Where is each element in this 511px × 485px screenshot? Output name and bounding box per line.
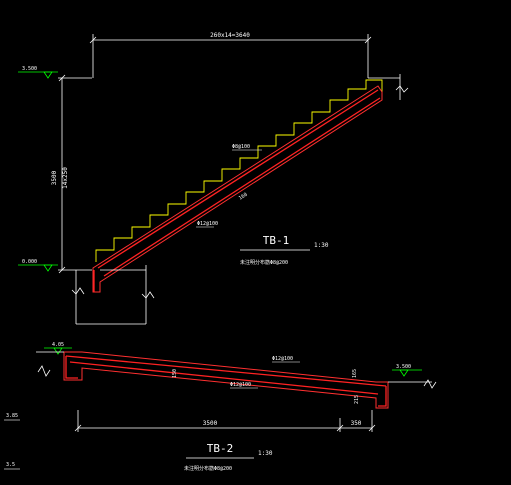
tb2-thickness-right-text: 165 (352, 369, 358, 378)
margin-mark-2: 3.5 (6, 462, 15, 468)
tb2-title: TB-2 (207, 442, 234, 455)
tb1-level-top-text: 3.500 (22, 66, 37, 72)
tb1-section: 260x14=3640 3500 14x250 3.500 0.000 (18, 32, 409, 325)
tb1-step-profile (95, 79, 383, 262)
tb2-level-right-text: 3.500 (396, 364, 411, 370)
tb1-bottom-support (71, 265, 155, 325)
tb2-thickness-left-text: 150 (172, 369, 178, 378)
tb1-level-bottom-symbol (18, 264, 58, 272)
tb1-rebar-upper-label: Φ8@100 (232, 144, 250, 150)
tb2-level-left-text: 4.05 (52, 342, 64, 348)
tb1-rebar-lower-label: Φ12@100 (197, 221, 218, 227)
tb1-slab-thickness-text: 160 (238, 192, 249, 202)
tb1-scale: 1:30 (314, 242, 329, 249)
tb1-top-dimension-text: 260x14=3640 (210, 32, 250, 39)
tb2-level-right-symbol (392, 369, 422, 377)
margin-mark-1: 3.85 (6, 413, 18, 419)
tb2-slab-outline (63, 351, 389, 409)
tb1-height-dimension-text: 3500 (51, 170, 58, 185)
tb1-level-top-symbol (18, 71, 58, 79)
tb1-top-dimension (89, 34, 372, 78)
tb1-height-dimension (58, 74, 92, 274)
tb2-span-text: 3500 (203, 420, 218, 427)
tb1-rebar-upper (97, 89, 379, 269)
tb2-note: 未注明分布筋Φ8@200 (184, 465, 232, 472)
tb2-rebar-lower-label: Φ12@100 (230, 382, 251, 388)
tb2-span-dimension (74, 410, 376, 432)
tb1-slab-outline (92, 85, 383, 293)
tb2-end-depth-text: 215 (354, 395, 360, 404)
tb2-level-left-symbol (44, 347, 72, 355)
tb2-rebar-lower (69, 361, 379, 395)
tb1-top-break (368, 74, 409, 100)
tb2-rebar-hook-right (378, 386, 387, 407)
tb1-rebar-lower (103, 97, 381, 277)
tb1-title: TB-1 (263, 234, 290, 247)
tb2-rebar-upper (65, 355, 387, 387)
tb2-scale: 1:30 (258, 450, 273, 457)
tb1-height-detail-text: 14x250 (62, 167, 69, 189)
tb2-rebar-hook-left (65, 356, 78, 379)
tb2-break-marks (36, 351, 437, 389)
tb2-section: 4.05 3.500 Φ12@100 Φ12@100 150 165 215 (36, 342, 437, 472)
tb1-level-bottom-text: 0.000 (22, 259, 37, 265)
tb2-rebar-upper-label: Φ12@100 (272, 356, 293, 362)
tb2-support-width-text: 350 (351, 420, 362, 427)
tb1-note: 未注明分布筋Φ8@200 (240, 259, 288, 266)
margin-marks: 3.85 3.5 (4, 413, 20, 470)
